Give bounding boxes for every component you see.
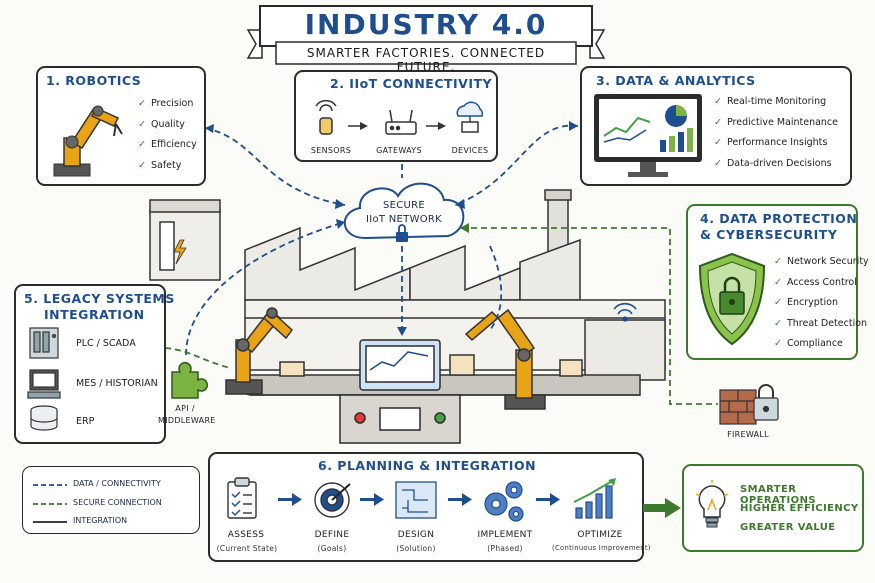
plc-icon	[29, 327, 59, 359]
wifi-icon	[613, 302, 637, 322]
target-icon	[314, 482, 351, 518]
planning-step-name: OPTIMIZE	[577, 530, 623, 540]
planning-step-detail: (Continuous Improvement)	[552, 544, 651, 552]
iiot-panel: 2. IIoT CONNECTIVITY SENSORS GATEWAYS DE…	[294, 70, 498, 162]
iiot-heading: 2. IIoT CONNECTIVITY	[330, 76, 493, 91]
planning-step-name: IMPLEMENT	[477, 530, 533, 540]
legacy-heading-line2: INTEGRATION	[44, 307, 145, 322]
factory-robot-right	[464, 308, 546, 410]
list-item: ✓Access Control	[774, 276, 857, 288]
list-item: ✓Compliance	[774, 338, 843, 349]
cyber-list: ✓Network Security ✓Access Control ✓Encry…	[774, 252, 869, 355]
legend: DATA / CONNECTIVITY SECURE CONNECTION IN…	[22, 466, 200, 534]
arrow-icon	[536, 493, 560, 506]
list-item: ✓Data-driven Decisions	[714, 157, 832, 169]
arrow-icon	[278, 493, 302, 506]
robotics-heading: 1. ROBOTICS	[46, 73, 142, 88]
shield-lock-icon	[698, 252, 766, 346]
cloud-device-icon	[456, 101, 484, 133]
robotics-list: ✓Precision ✓Quality ✓Efficiency ✓Safety	[138, 94, 197, 176]
database-icon	[30, 405, 58, 431]
arrow-icon	[360, 493, 384, 506]
factory-robot-left	[225, 307, 294, 395]
factory-building	[149, 189, 666, 381]
analytics-heading: 3. DATA & ANALYTICS	[596, 73, 756, 88]
outcome-text: GREATER VALUE	[740, 522, 836, 533]
cyber-heading-line2: & CYBERSECURITY	[700, 227, 838, 242]
growth-chart-icon	[573, 478, 616, 519]
list-item: ✓Real-time Monitoring	[714, 96, 827, 107]
list-item: ✓Safety	[138, 159, 182, 171]
outcome-text: HIGHER EFFICIENCY	[740, 503, 859, 514]
planning-step-name: DEFINE	[314, 530, 350, 540]
robotics-panel: 1. ROBOTICS ✓Precision ✓Quality ✓Efficie…	[36, 66, 206, 186]
legend-label: INTEGRATION	[73, 516, 128, 525]
iiot-step-label: GATEWAYS	[376, 146, 422, 155]
clipboard-icon	[227, 477, 257, 519]
iiot-step-label: SENSORS	[310, 146, 352, 155]
robot-arm-icon	[53, 105, 123, 177]
api-label-line2: MIDDLEWARE	[158, 416, 216, 425]
planning-step-detail: (Phased)	[487, 544, 523, 553]
legacy-item: PLC / SCADA	[76, 338, 136, 349]
planning-step-detail: (Current State)	[216, 544, 278, 553]
title-banner	[246, 5, 606, 65]
cyber-heading-line1: 4. DATA PROTECTION	[700, 211, 858, 226]
secure-arrow-head	[460, 223, 469, 233]
legacy-icons	[27, 327, 61, 431]
outcome-arrow-icon	[643, 498, 681, 518]
control-console	[339, 339, 461, 444]
list-item: ✓Threat Detection	[774, 317, 868, 329]
arrow-icon	[448, 493, 472, 506]
network-label-line2: IIoT NETWORK	[365, 214, 443, 225]
iiot-step-label: DEVICES	[451, 146, 489, 155]
cybersecurity-panel: 4. DATA PROTECTION & CYBERSECURITY ✓Netw…	[686, 204, 869, 360]
legacy-panel: 5. LEGACY SYSTEMS INTEGRATION PLC / SCAD…	[14, 284, 174, 444]
secure-network-cloud	[343, 182, 465, 242]
legacy-item: MES / HISTORIAN	[76, 378, 158, 389]
network-label-line1: SECURE	[382, 200, 426, 211]
planning-step-detail: (Solution)	[396, 544, 436, 553]
api-label-line1: API /	[175, 404, 195, 413]
firewall-icon	[719, 384, 779, 425]
list-item: ✓Network Security	[774, 256, 869, 267]
list-item: ✓Predictive Maintenance	[714, 116, 838, 128]
planning-icons	[227, 477, 616, 522]
planning-step-detail: (Goals)	[317, 544, 347, 553]
sensor-icon	[315, 99, 337, 135]
data-connectivity-lines	[185, 104, 579, 356]
list-item: ✓Efficiency	[138, 139, 197, 150]
list-item: ✓Encryption	[774, 297, 838, 308]
planning-heading: 6. PLANNING & INTEGRATION	[318, 458, 537, 473]
list-item: ✓Performance Insights	[714, 137, 828, 148]
analytics-panel: 3. DATA & ANALYTICS ✓Real-time Monitorin…	[580, 66, 852, 186]
legend-label: DATA / CONNECTIVITY	[73, 479, 161, 488]
firewall-label: FIREWALL	[727, 430, 769, 439]
lightbulb-icon	[695, 480, 729, 528]
page-title: INDUSTRY 4.0	[304, 8, 548, 41]
gateway-icon	[385, 109, 417, 135]
list-item: ✓Precision	[138, 98, 194, 109]
planning-step-name: DESIGN	[397, 530, 435, 540]
legend-swatches	[33, 484, 67, 523]
outcomes-panel: SMARTER OPERATIONS HIGHER EFFICIENCY GRE…	[682, 464, 864, 552]
list-item: ✓Quality	[138, 118, 185, 130]
outcome-text: SMARTER OPERATIONS	[740, 484, 816, 506]
iiot-icons	[315, 99, 484, 135]
planning-panel: 6. PLANNING & INTEGRATION	[208, 452, 651, 562]
puzzle-icon	[171, 362, 208, 399]
gears-icon	[484, 481, 524, 522]
analytics-list: ✓Real-time Monitoring ✓Predictive Mainte…	[714, 92, 838, 174]
legend-label: SECURE CONNECTION	[73, 498, 162, 507]
computer-icon	[27, 369, 61, 399]
analytics-monitor-icon	[594, 94, 702, 177]
secure-connection-lines	[164, 227, 718, 405]
blueprint-icon	[395, 481, 437, 519]
legacy-item: ERP	[76, 416, 95, 427]
planning-step-name: ASSESS	[227, 530, 265, 540]
legacy-heading-line1: 5. LEGACY SYSTEMS	[24, 291, 175, 306]
